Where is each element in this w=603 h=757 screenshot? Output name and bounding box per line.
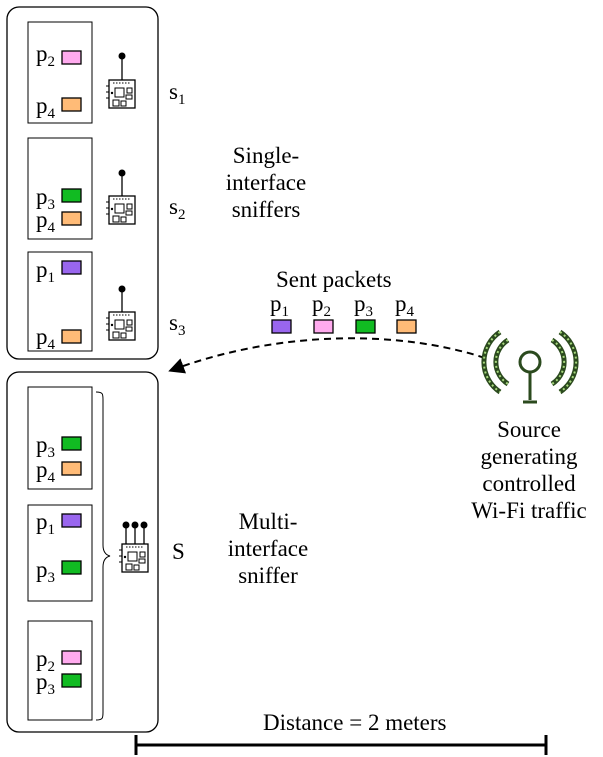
multi-group-1-box: [27, 386, 93, 490]
packet-square-p4: [61, 97, 82, 112]
packet-square-p4: [61, 329, 82, 344]
wifi-antenna-icon: [481, 329, 579, 404]
source-caption: Source generating controlled Wi-Fi traff…: [471, 417, 587, 523]
sniffer-s1-box: [27, 21, 93, 124]
packet-square-p3: [61, 560, 82, 575]
multi-interface-caption: Multi- interface sniffer: [227, 509, 309, 588]
sent-packet-label: p2: [312, 291, 331, 320]
single-interface-container: [6, 6, 159, 360]
device-multi-icon: [118, 521, 149, 573]
multi-interface-container: [6, 371, 159, 733]
packet-square-p4: [61, 211, 82, 226]
packet-square-p2: [61, 50, 82, 65]
sniffer-s2-box: [27, 137, 93, 240]
sniffer-s1-label: s1: [169, 79, 186, 108]
sniffer-s2-label: s2: [169, 194, 186, 223]
sent-packet-square-p4: [396, 319, 417, 334]
device-s2-icon: [105, 169, 136, 225]
distance-label: Distance = 2 meters: [263, 710, 447, 735]
sent-packet-square-p1: [271, 319, 292, 334]
packet-square-p1: [61, 513, 82, 528]
device-s1-icon: [105, 52, 136, 109]
distance-scale-bar: [134, 735, 548, 755]
sent-packet-label: p3: [354, 291, 373, 320]
packet-label: p1: [36, 257, 55, 286]
packet-square-p3: [61, 436, 82, 451]
packet-square-p4: [61, 461, 82, 476]
packet-label: p4: [36, 324, 55, 353]
packet-label: p2: [36, 41, 55, 70]
multi-group-3-box: [27, 620, 93, 721]
packet-square-p1: [61, 260, 82, 275]
packet-square-p2: [61, 650, 82, 665]
group-brace: [95, 391, 111, 721]
packet-label: p3: [36, 669, 55, 698]
packet-square-p3: [61, 188, 82, 203]
sent-packet-square-p3: [355, 319, 376, 334]
packet-label: p3: [36, 184, 55, 213]
packet-label: p1: [36, 509, 55, 538]
packet-label: p2: [36, 646, 55, 675]
sniffer-s3-box: [27, 251, 93, 352]
sent-packet-square-p2: [313, 319, 334, 334]
packet-square-p3: [61, 673, 82, 688]
transmission-arrow: [168, 337, 486, 374]
sent-packet-label: p1: [270, 291, 289, 320]
packet-label: p3: [36, 557, 55, 586]
device-s3-icon: [105, 285, 136, 341]
packet-label: p4: [36, 457, 55, 486]
sniffer-s3-label: s3: [169, 310, 186, 339]
sent-packet-label: p4: [395, 291, 414, 320]
packet-label: p3: [36, 432, 55, 461]
packet-label: p4: [36, 93, 55, 122]
sniffer-multi-label: S: [172, 539, 185, 564]
sent-packets-title: Sent packets: [276, 267, 392, 292]
single-interface-caption: Single- interface sniffers: [225, 143, 307, 222]
multi-group-2-box: [27, 504, 93, 602]
packet-label: p4: [36, 207, 55, 236]
